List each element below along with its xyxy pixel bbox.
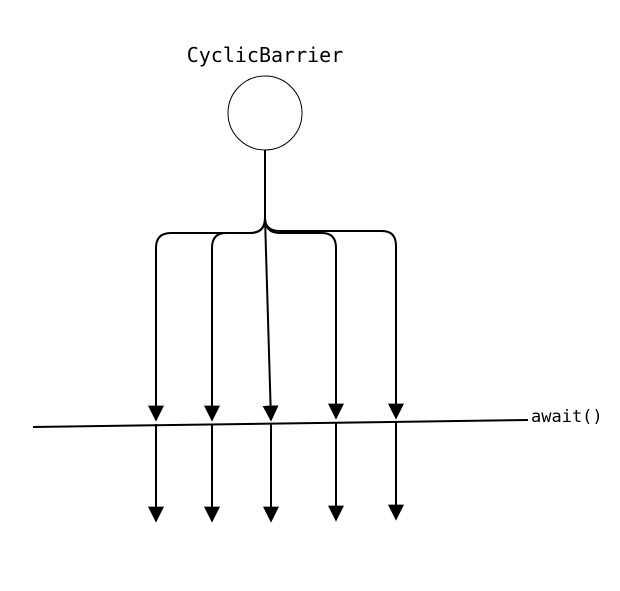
thread-branch-1 [148, 217, 266, 422]
diagram-title: CyclicBarrier [187, 43, 344, 67]
thread-branch-2 [204, 217, 266, 422]
barrier-label: await() [531, 407, 603, 427]
barrier-node-circle [227, 75, 303, 151]
thread-branch-3 [262, 217, 279, 422]
barrier-line [32, 419, 529, 428]
thread-branch-4 [264, 217, 344, 420]
thread-branch-5 [264, 217, 404, 420]
